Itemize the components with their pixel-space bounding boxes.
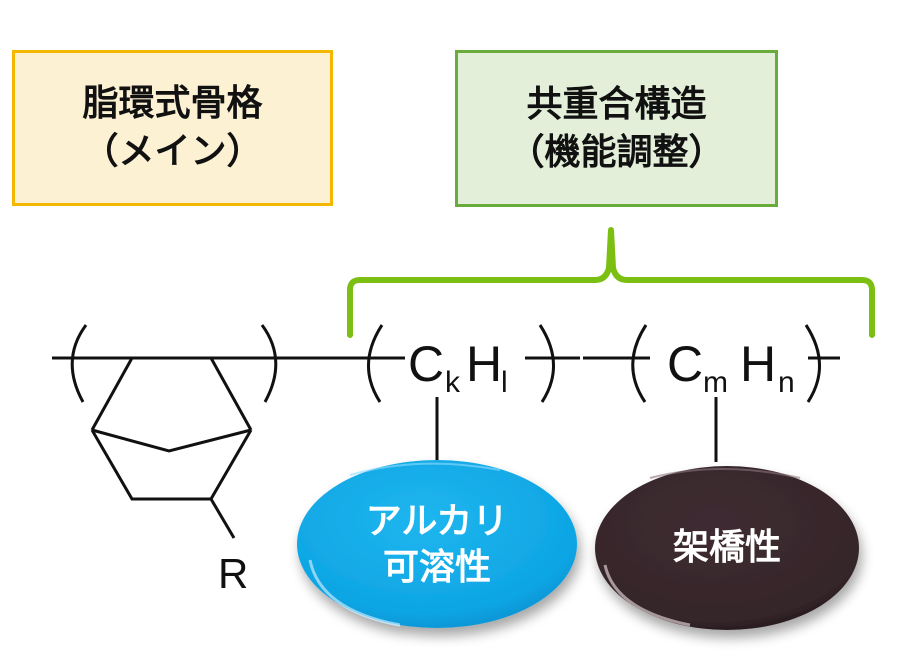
formula-cmhn: C m H n [667,336,795,399]
unit2-carbon-subscript: m [703,366,728,399]
crosslinkable-line1: 架橋性 [672,527,781,568]
alkali-soluble-line1: アルカリ [365,501,509,542]
right-paren-2 [538,324,555,403]
alicyclic-backbone-box: 脂環式骨格 （メイン） [12,50,333,206]
left-paren-2 [367,324,384,403]
substituent-r: R [218,550,248,597]
left-paren-1 [70,324,88,403]
right-paren-1 [260,324,278,403]
crosslinkable-label: 架橋性 [617,520,837,576]
formula-ckhl: C k H l [408,336,508,399]
unit2-carbon: C [667,336,703,392]
unit1-hydrogen-subscript: l [501,366,508,399]
norbornane-ring [90,357,253,539]
unit2-hydrogen-subscript: n [778,366,795,399]
unit1-carbon: C [408,336,444,392]
unit1-hydrogen: H [466,336,502,392]
copolymer-bracket [347,227,875,338]
copolymer-structure-title: 共重合構造 [526,83,707,125]
copolymer-structure-box: 共重合構造 （機能調整） [455,50,778,207]
unit1-carbon-subscript: k [445,366,461,399]
alicyclic-backbone-title: 脂環式骨格 [82,83,263,124]
unit2-hydrogen: H [740,336,776,392]
alicyclic-backbone-subtitle: （メイン） [82,131,263,172]
alkali-soluble-line2: 可溶性 [382,547,491,588]
left-paren-3 [631,324,648,403]
alkali-soluble-oval [297,460,577,628]
alkali-soluble-label: アルカリ 可溶性 [317,497,557,593]
copolymer-structure-subtitle: （機能調整） [508,131,725,173]
crosslinkable-oval [595,466,859,630]
right-paren-3 [804,324,821,403]
